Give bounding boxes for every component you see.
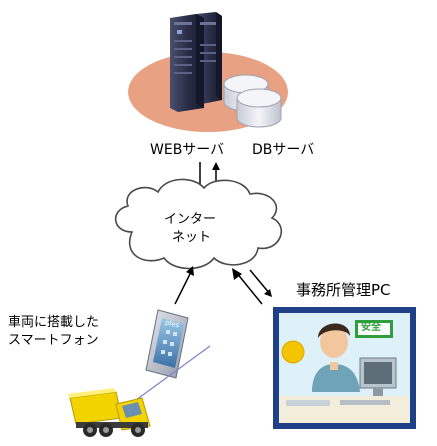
phone-truck-line: [135, 345, 211, 401]
db-server-label: DBサーバ: [252, 142, 315, 158]
smartphone-label-line2: スマートフォン: [8, 333, 99, 348]
office-pc-label: 事務所管理PC: [296, 281, 391, 299]
office-pc-icon: [273, 307, 416, 429]
dump-truck-icon: [68, 388, 151, 437]
phone-cloud-arrow: [174, 266, 194, 305]
server-rack-icon: [170, 12, 222, 112]
web-server-label: WEBサーバ: [150, 142, 225, 158]
database-icon: [223, 74, 282, 128]
cloud-icon: [114, 178, 283, 270]
internet-label-line1: インター: [164, 212, 217, 227]
smartphone-icon: [145, 309, 189, 379]
safety-sign-label: 安全: [361, 322, 381, 333]
smartphone-label-line1: 車両に搭載した: [8, 315, 100, 330]
internet-label-line2: ネット: [172, 230, 212, 245]
cloud-pc-arrows: [232, 268, 272, 305]
